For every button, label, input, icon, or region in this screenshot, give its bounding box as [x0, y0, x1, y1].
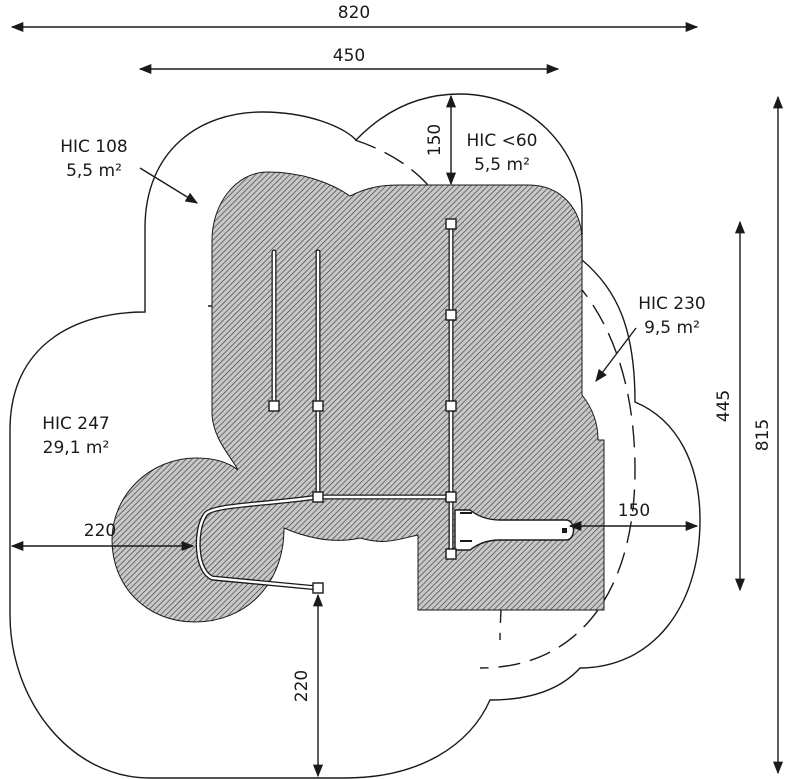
dimension-lines [10, 21, 784, 778]
post [268, 400, 280, 412]
dim-inner-width: 450 [333, 46, 365, 66]
zone-hic-230-area: 9,5 m² [644, 318, 700, 338]
dim-inner-height: 445 [714, 390, 734, 422]
posts [268, 218, 457, 594]
slide [454, 509, 575, 551]
zone-hic-108-label: HIC 108 [60, 137, 128, 157]
post [312, 582, 324, 594]
zone-hic-247-area: 29,1 m² [43, 438, 110, 458]
zone-hic-60-label: HIC <60 [467, 131, 538, 151]
dim-bottom-offset: 220 [292, 670, 312, 702]
zone-hic-108-area: 5,5 m² [66, 161, 122, 181]
leader-hic-108 [139, 167, 199, 204]
post [445, 491, 457, 503]
zone-hic-247-label: HIC 247 [42, 414, 110, 434]
post [312, 400, 324, 412]
post [312, 491, 324, 503]
post [445, 400, 457, 412]
dimension-labels: 820 450 150 445 815 220 220 150 [84, 3, 773, 702]
zone-hic-230-label: HIC 230 [638, 294, 706, 314]
label-leaders [139, 167, 637, 383]
leader-hic-230 [595, 327, 637, 383]
hic-zone-labels: HIC 108 5,5 m² HIC <60 5,5 m² HIC 230 9,… [42, 131, 706, 458]
zone-hic-60-area: 5,5 m² [474, 155, 530, 175]
play-area-hatched [111, 171, 605, 623]
post [445, 218, 457, 230]
post [445, 548, 457, 560]
dim-right-offset: 150 [618, 501, 650, 521]
post [445, 309, 457, 321]
dim-left-offset: 220 [84, 521, 116, 541]
dim-top-offset: 150 [425, 124, 445, 156]
dim-total-height: 815 [753, 419, 773, 451]
dim-total-width: 820 [338, 3, 370, 23]
